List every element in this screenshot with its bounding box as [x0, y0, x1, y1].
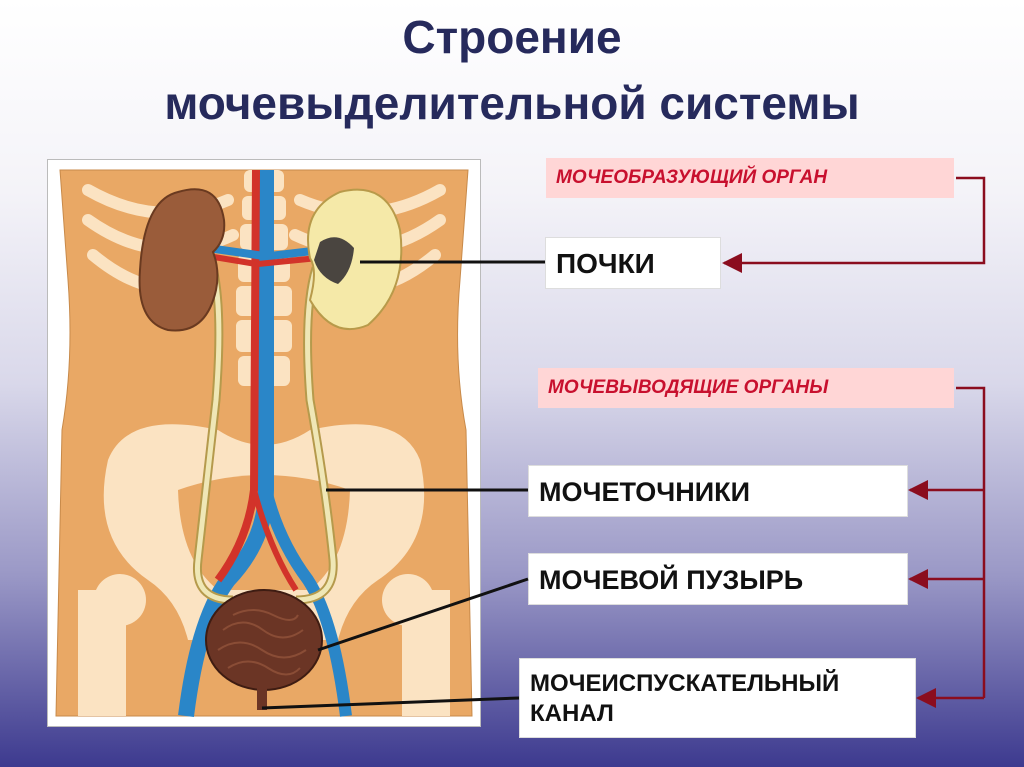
bladder-shape: [205, 589, 323, 691]
label-urethra: МОЧЕИСПУСКАТЕЛЬНЫЙ КАНАЛ: [519, 658, 916, 738]
right-kidney: [307, 188, 403, 330]
title-line-2: мочевыделительной системы: [164, 77, 860, 129]
label-bladder: МОЧЕВОЙ ПУЗЫРЬ: [528, 553, 908, 605]
vein-right-branch: [260, 488, 352, 717]
label-ureters: МОЧЕТОЧНИКИ: [528, 465, 908, 517]
category-forming-organ: МОЧЕОБРАЗУЮЩИЙ ОРГАН: [546, 158, 954, 198]
bladder-folds: [217, 609, 307, 676]
title-line-1: Строение: [402, 11, 622, 63]
artery-right-branch: [251, 489, 299, 592]
anatomy-illustration: [48, 160, 480, 726]
left-kidney: [138, 188, 226, 332]
left-ureter-core: [194, 267, 234, 603]
urinary-system-drawing: [55, 169, 473, 717]
renal-pelvis: [314, 237, 354, 284]
label-kidneys: ПОЧКИ: [545, 237, 721, 289]
bracket-excreting: [908, 386, 986, 708]
category-excreting-organs: МОЧЕВЫВОДЯЩИЕ ОРГАНЫ: [538, 368, 954, 408]
